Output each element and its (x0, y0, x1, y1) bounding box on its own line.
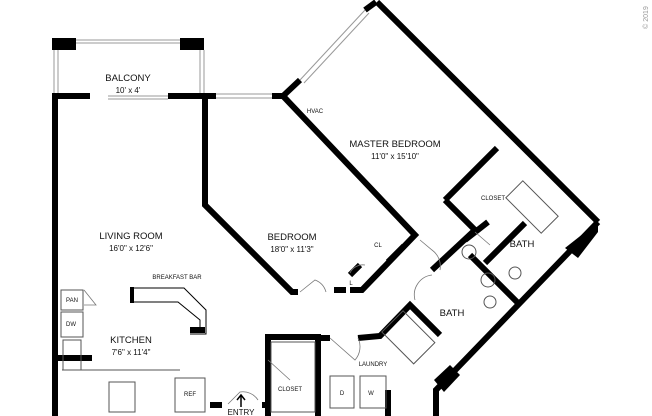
window-glass (108, 9, 370, 100)
master-bedroom-label: MASTER BEDROOM (349, 139, 440, 150)
kitchen-size: 7'6" x 11'4" (112, 348, 151, 357)
balcony-post (52, 38, 76, 50)
master-closet-label: CLOSET (481, 196, 505, 202)
closet-cl-label: CL (374, 243, 382, 249)
entry-label: ENTRY (228, 408, 256, 416)
living-room-size: 16'0" x 12'6" (109, 244, 153, 253)
balcony-outline (53, 39, 205, 95)
dishwasher-label: DW (66, 322, 76, 328)
washer-label: W (368, 391, 374, 397)
closet-label: CLOSET (278, 387, 302, 393)
kitchen-label: KITCHEN (110, 335, 152, 346)
breakfast-bar-edge (133, 287, 207, 335)
balcony-label: BALCONY (105, 73, 151, 84)
bedroom-label: BEDROOM (267, 232, 316, 243)
breakfast-bar-label: BREAKFAST BAR (152, 275, 202, 281)
breakfast-bar-end (130, 287, 134, 303)
refrigerator-label: REF (184, 392, 196, 398)
pantry-label: PAN (66, 298, 78, 304)
walls (52, 0, 601, 416)
master-bedroom-size: 11'0" x 15'10" (371, 152, 419, 161)
wall-pier (565, 222, 598, 258)
entry-arrow-icon (236, 393, 246, 407)
door-swings (83, 231, 491, 405)
bath-label: BATH (440, 308, 465, 319)
bedroom-size: 18'0" x 11'3" (270, 245, 313, 254)
wall-pier (434, 365, 460, 392)
kitchen-fixtures (60, 180, 559, 413)
dryer-label: D (340, 391, 345, 397)
balcony-post (180, 38, 204, 50)
master-bath-label: BATH (510, 239, 535, 250)
hvac-label: HVAC (307, 109, 324, 115)
laundry-label: LAUNDRY (359, 362, 388, 368)
living-room-label: LIVING ROOM (99, 231, 162, 242)
copyright-text: © 2019 (643, 6, 651, 29)
balcony-size: 10' x 4' (116, 86, 141, 95)
linen-label: L (349, 281, 353, 287)
breakfast-bar (132, 290, 201, 331)
